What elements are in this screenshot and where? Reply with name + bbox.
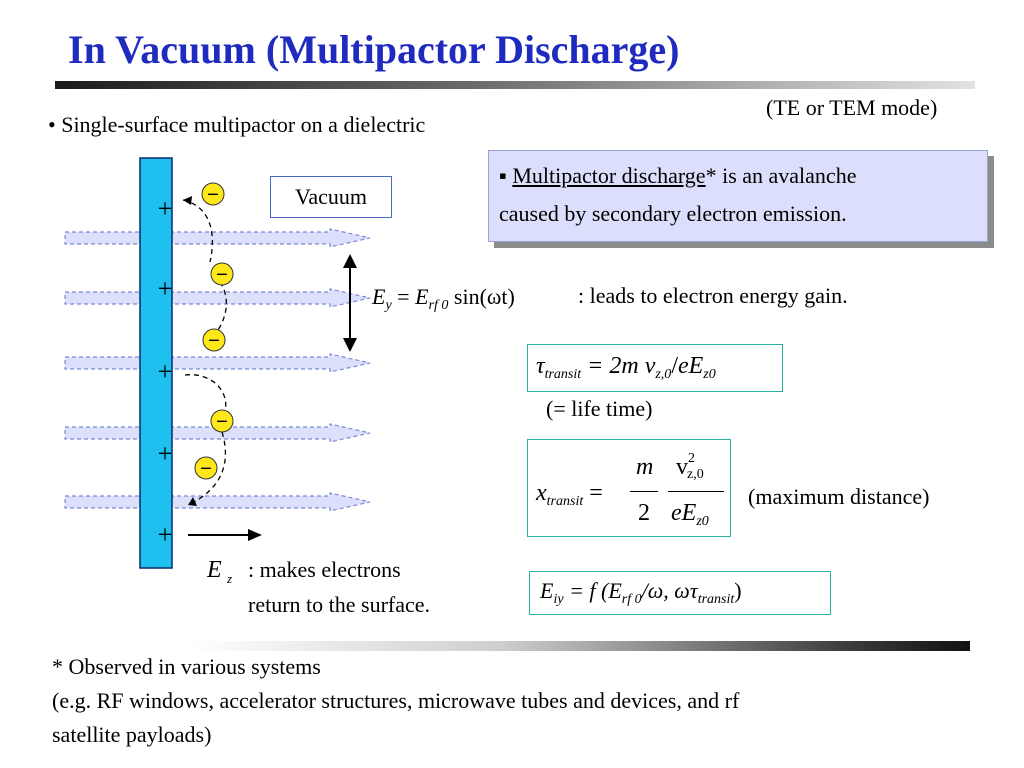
electron-trajectory: [182, 199, 214, 263]
rf-field-arrow: [64, 492, 371, 512]
rf-field-arrow: [64, 353, 371, 373]
electron: −: [210, 409, 234, 433]
energy-gain-note: : leads to electron energy gain.: [578, 283, 848, 308]
rf-field-arrow: [64, 228, 371, 248]
slide-title: In Vacuum (Multipactor Discharge): [68, 27, 680, 72]
ez-note-line2: return to the surface.: [248, 592, 431, 617]
rf-field-arrow: [64, 288, 371, 308]
tau-transit-equation: τtransit = 2m vz,0/eEz0: [527, 344, 783, 392]
svg-text:−: −: [216, 264, 228, 286]
electron-trajectory: [187, 431, 227, 506]
footnote-divider: [185, 641, 970, 651]
definition-callout: ▪ Multipactor discharge* is an avalanche…: [488, 150, 988, 242]
ez-symbol: E: [206, 557, 222, 583]
callout-term: Multipactor discharge: [512, 163, 706, 188]
ez-note-line1: : makes electrons: [248, 557, 401, 582]
bullet-single-surface: • Single-surface multipactor on a dielec…: [48, 112, 426, 137]
svg-text:−: −: [207, 184, 219, 206]
svg-text:−: −: [216, 411, 228, 433]
svg-text:−: −: [208, 330, 220, 352]
footnote-line1: * Observed in various systems: [52, 654, 321, 679]
ey-arrowhead-up: [343, 254, 357, 268]
trajectory-arrowhead: [188, 497, 197, 506]
svg-text:−: −: [200, 458, 212, 480]
plus-charge: +: [158, 274, 173, 303]
x-transit-equation: xtransit = m 2 v2z,0 eEz0: [527, 439, 731, 537]
mode-note: (TE or TEM mode): [766, 95, 938, 120]
ey-arrowhead-down: [343, 338, 357, 352]
plus-charge: +: [158, 357, 173, 386]
electron: −: [194, 456, 218, 480]
plus-charge: +: [158, 439, 173, 468]
ey-equation: Ey = Erf 0 sin(ωt): [372, 284, 515, 313]
electron: −: [201, 182, 225, 206]
trajectory-arrowhead: [183, 196, 192, 205]
electron: −: [210, 262, 234, 286]
dielectric-slab: [139, 157, 173, 569]
electron-trajectory: [184, 374, 227, 413]
plus-charge: +: [158, 194, 173, 223]
electron-trajectory: [214, 281, 227, 335]
ez-subscript: z: [226, 571, 232, 586]
ez-arrowhead: [248, 529, 262, 541]
eiy-equation: Eiy = f (Erf 0/ω, ωτtransit): [529, 571, 831, 615]
life-time-note: (= life time): [546, 396, 653, 421]
callout-marker: ▪: [499, 163, 507, 188]
callout-text-1: * is an avalanche: [705, 163, 857, 188]
plus-charge: +: [158, 520, 173, 549]
footnote-line3: satellite payloads): [52, 722, 212, 747]
vacuum-label: Vacuum: [270, 176, 392, 218]
electron: −: [202, 328, 226, 352]
title-underline: [55, 81, 975, 89]
callout-text-2: caused by secondary electron emission.: [499, 201, 847, 226]
max-distance-note: (maximum distance): [748, 484, 930, 509]
footnote-line2: (e.g. RF windows, accelerator structures…: [52, 688, 740, 713]
